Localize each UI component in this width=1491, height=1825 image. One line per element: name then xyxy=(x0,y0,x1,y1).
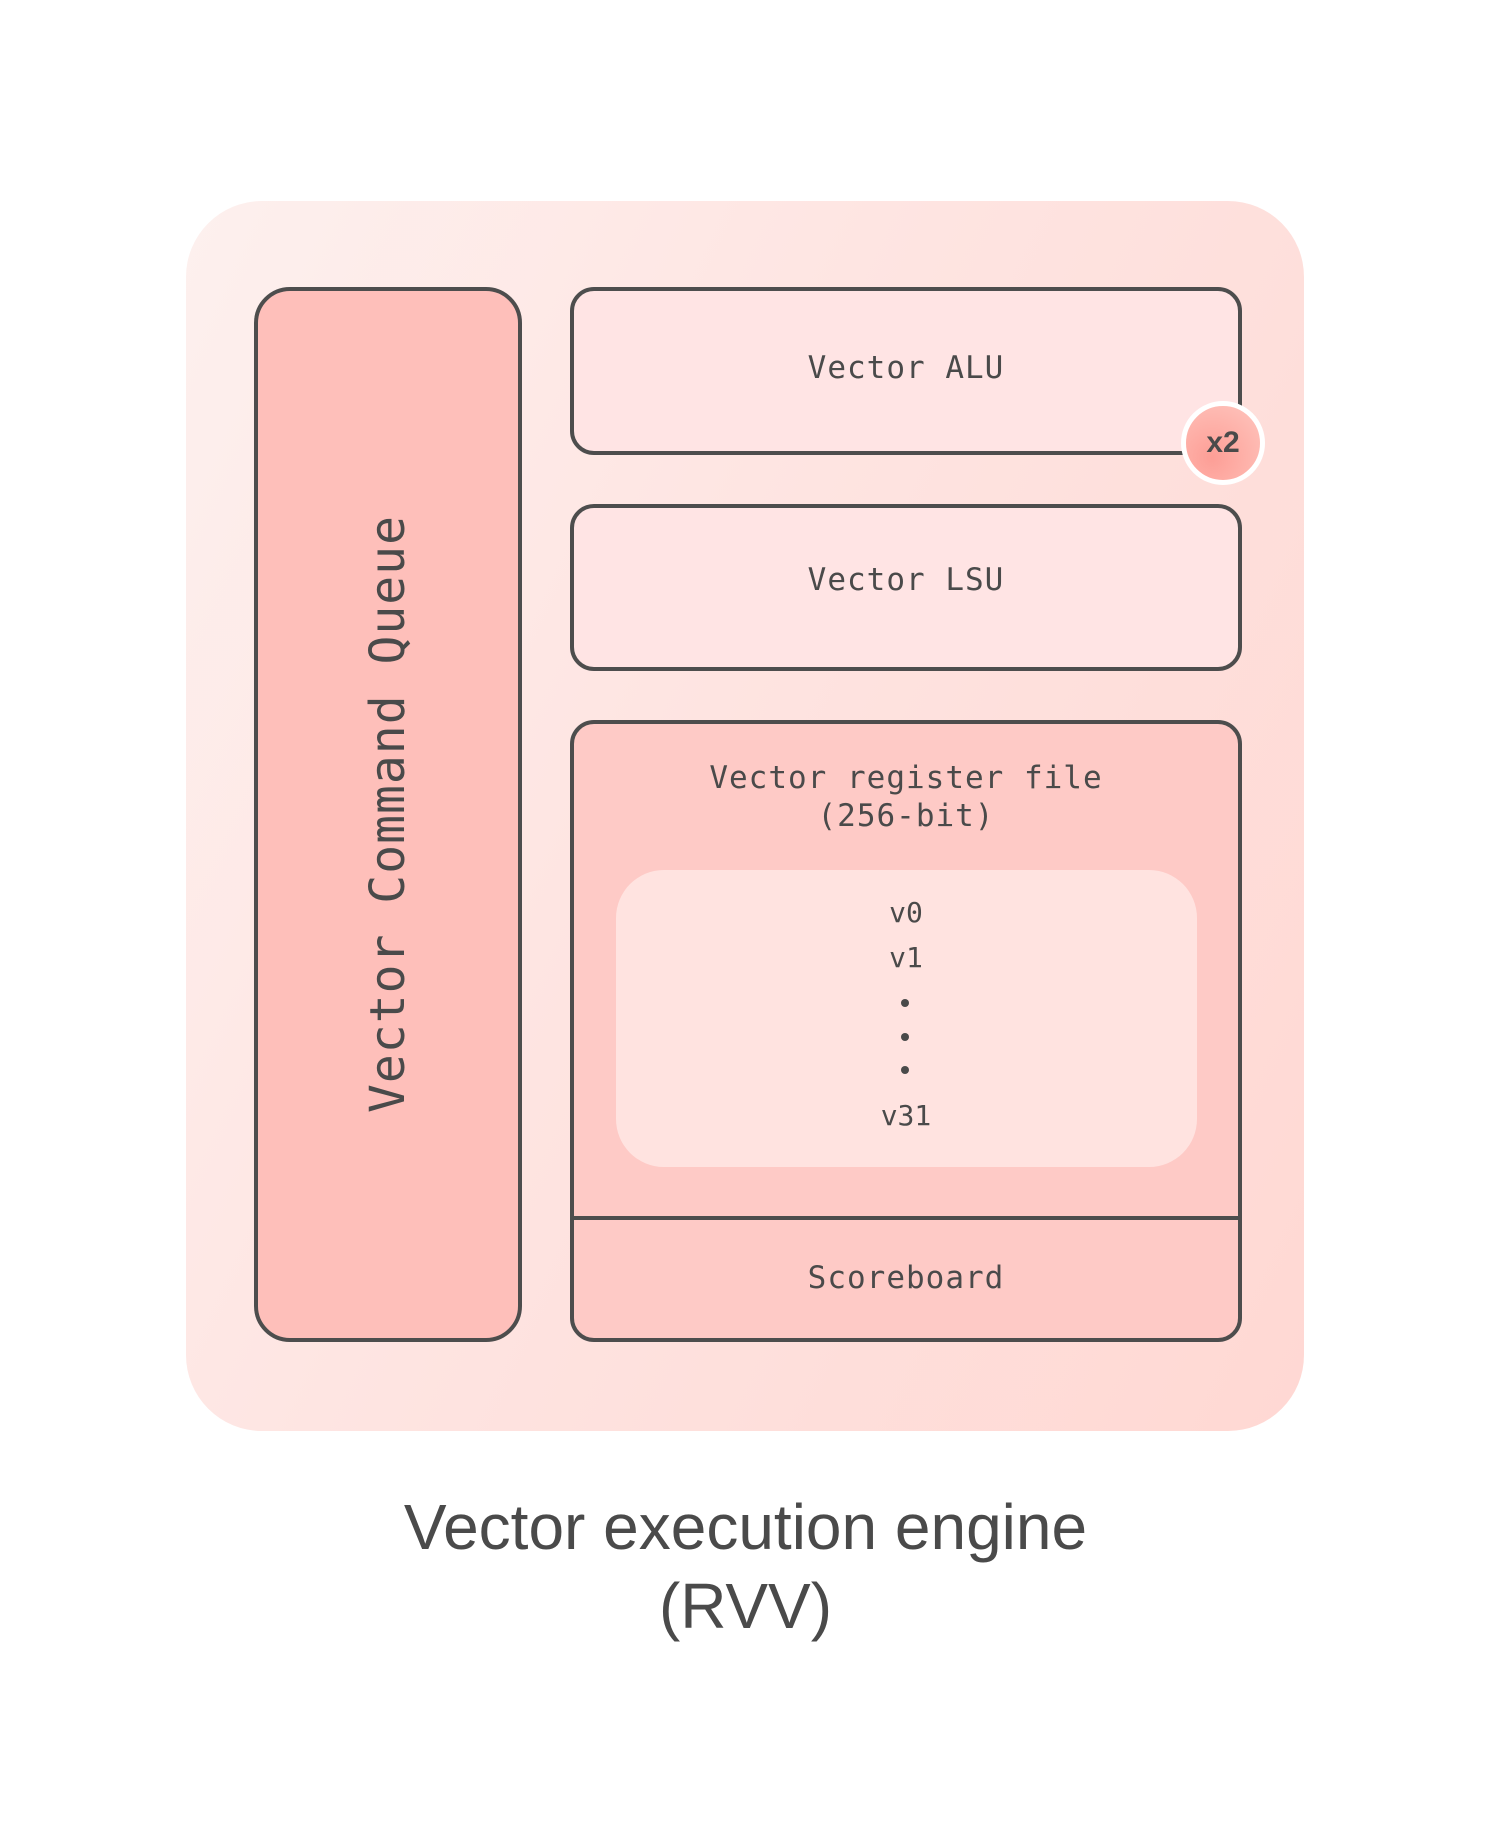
ellipsis-dot xyxy=(901,999,909,1007)
register-v31: v31 xyxy=(880,1099,932,1132)
ellipsis-dot xyxy=(901,1033,909,1041)
register-v1: v1 xyxy=(889,941,923,974)
scoreboard-label: Scoreboard xyxy=(807,1260,1005,1296)
scoreboard-divider xyxy=(570,1216,1242,1220)
register-list xyxy=(616,870,1197,1167)
alu-multiplier-badge: x2 xyxy=(1181,401,1265,485)
ellipsis-dot xyxy=(901,1066,909,1074)
vector-command-queue-block xyxy=(254,287,522,1342)
vector-alu-label: Vector ALU xyxy=(807,350,1005,386)
diagram-title: Vector execution engine (RVV) xyxy=(0,1488,1491,1646)
vector-command-queue-label: Vector Command Queue xyxy=(360,515,416,1113)
register-file-label-line1: Vector register file xyxy=(709,760,1103,796)
vector-lsu-block xyxy=(570,504,1242,671)
vector-alu-block xyxy=(570,287,1242,455)
vector-lsu-label: Vector LSU xyxy=(807,562,1005,598)
register-file-label-line2: (256-bit) xyxy=(817,798,995,834)
diagram-title-line1: Vector execution engine xyxy=(403,1491,1088,1563)
diagram-title-line2: (RVV) xyxy=(658,1570,833,1642)
register-v0: v0 xyxy=(889,896,923,929)
